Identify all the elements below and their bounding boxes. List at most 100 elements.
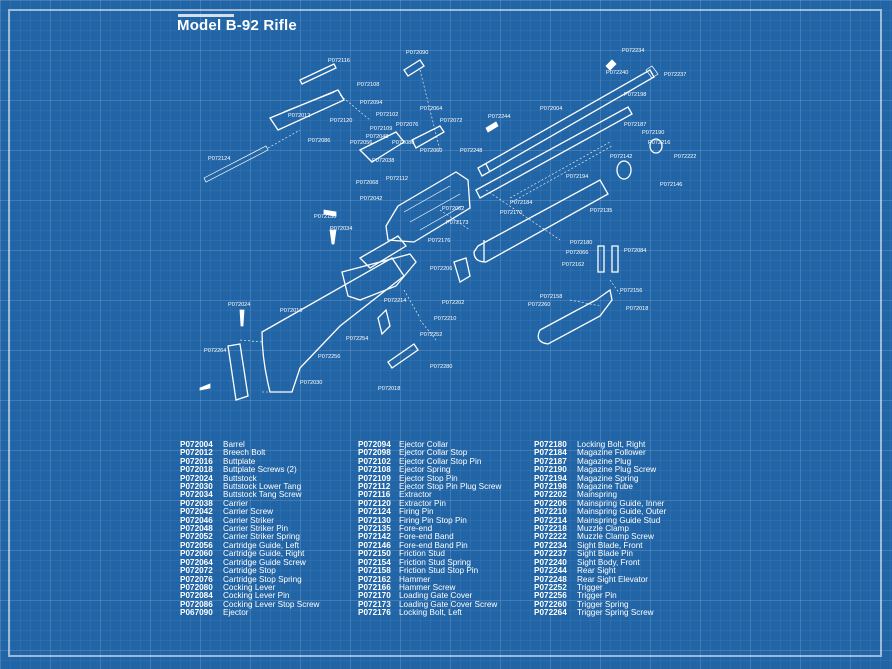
muzzle-clamp [649, 138, 663, 154]
callout: P072120 [330, 118, 352, 124]
part-name: Buttstock Tang Screw [223, 490, 302, 500]
callout: P072244 [488, 114, 510, 120]
part-number: P072086 [180, 599, 213, 609]
part-number: P072260 [534, 599, 567, 609]
part-number: P072237 [534, 549, 567, 559]
part-number: P072038 [180, 498, 213, 508]
callout: P072108 [357, 82, 379, 88]
part-number: P072248 [534, 574, 567, 584]
callout: P072116 [328, 58, 350, 64]
part-number: P072016 [180, 456, 213, 466]
part-number: P072234 [534, 540, 567, 550]
part-name: Cartridge Guide, Left [223, 540, 300, 550]
carrier [358, 131, 405, 163]
callout: P072158 [540, 294, 562, 300]
part-number: P072108 [358, 465, 391, 475]
part-name: Trigger Pin [577, 591, 617, 601]
part-name: Friction Stud [399, 549, 445, 559]
part-name: Friction Stud Stop Pin [399, 566, 479, 576]
part-number: P072184 [534, 448, 567, 458]
callout: P072176 [428, 238, 450, 244]
part-number: P072042 [180, 507, 213, 517]
part-name: Ejector Collar [399, 440, 449, 449]
part-number: P067090 [180, 608, 213, 618]
screw-2 [239, 309, 245, 327]
locking-bolt-right [611, 245, 619, 273]
part-name: Muzzle Clamp [577, 524, 629, 534]
callout: P072012 [288, 113, 310, 119]
part-name: Magazine Follower [577, 448, 646, 458]
part-name: Magazine Plug [577, 456, 632, 466]
callout: P072030 [300, 380, 322, 386]
part-number: P072046 [180, 515, 213, 525]
callout: P072198 [624, 92, 646, 98]
buttstock [261, 257, 405, 393]
part-name: Ejector [223, 608, 249, 618]
callout: P072214 [384, 298, 406, 304]
screw-1 [329, 229, 337, 245]
part-number: P072094 [358, 440, 391, 449]
part-number: P072034 [180, 490, 213, 500]
callout: P072237 [664, 72, 686, 78]
callout: P072254 [346, 336, 368, 342]
trigger [377, 308, 391, 336]
part-number: P072052 [180, 532, 213, 542]
parts-list-item: P067090 Ejector [180, 608, 319, 618]
callout: P072187 [624, 122, 646, 128]
parts-list-item: P072260 Trigger Spring [534, 599, 666, 609]
callout: P072234 [622, 48, 644, 54]
part-number: P072180 [534, 440, 567, 449]
part-number: P072166 [358, 582, 391, 592]
lower-tang [358, 235, 407, 269]
part-name: Breech Bolt [223, 448, 266, 458]
callout: P072072 [440, 118, 462, 124]
parts-list-item: P072187 Magazine Plug [534, 456, 666, 466]
part-name: Muzzle Clamp Screw [577, 532, 654, 542]
part-name: Ejector Stop Pin Plug Screw [399, 482, 502, 492]
part-name: Fore-end Band [399, 532, 454, 542]
callout: P072184 [510, 200, 532, 206]
receiver [385, 171, 471, 243]
part-name: Trigger Spring [577, 599, 629, 609]
callout: P072056 [350, 140, 372, 146]
parts-list-item: P072112 Ejector Stop Pin Plug Screw [358, 482, 502, 492]
callout: P072194 [566, 174, 588, 180]
part-number: P072084 [180, 591, 213, 601]
part-number: P072112 [358, 482, 391, 492]
part-name: Carrier Striker [223, 515, 274, 525]
callout: P072260 [528, 302, 550, 308]
part-number: P072214 [534, 515, 567, 525]
callout: P072146 [660, 182, 682, 188]
part-number: P072102 [358, 456, 391, 466]
callout: P072066 [566, 250, 588, 256]
callout: P072248 [460, 148, 482, 154]
part-number: P072187 [534, 456, 567, 466]
part-name: Sight Body, Front [577, 557, 640, 567]
callout: P072206 [430, 266, 452, 272]
callout: P072102 [376, 112, 398, 118]
callout: P072018 [626, 306, 648, 312]
part-number: P072218 [534, 524, 567, 534]
breech-bolt [269, 89, 345, 131]
part-name: Loading Gate Cover [399, 591, 473, 601]
